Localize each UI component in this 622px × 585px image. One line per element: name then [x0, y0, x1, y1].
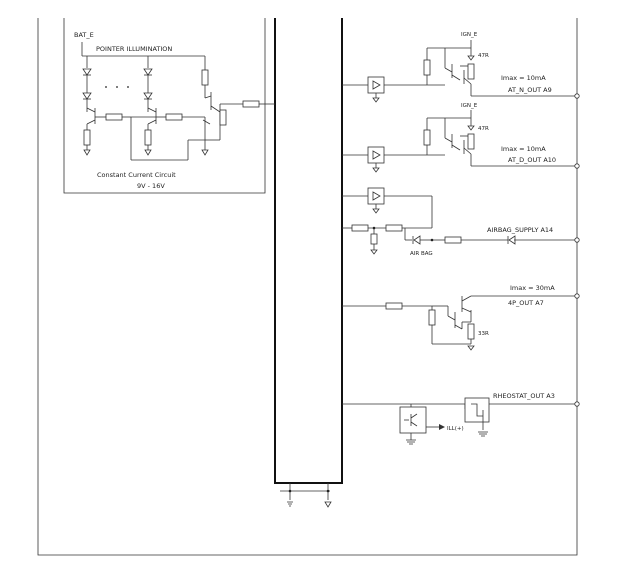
r-47r-1-label: 47R — [478, 53, 489, 59]
pointer-illumination-label: POINTER ILLUMINATION — [96, 45, 172, 53]
channel-rheostat: ILL(+) RHEOSTAT_OUT A3 — [342, 392, 580, 445]
channel-at-d-out: IGN_E 47R Imax = 10mA AT_D_OUT A10 — [342, 103, 580, 173]
channel-at-n-out: IGN_E 47R Imax = 10mA AT_N_OUT A9 — [342, 32, 580, 103]
at-d-out-label: AT_D_OUT A10 — [508, 156, 556, 164]
ign-e-1-label: IGN_E — [461, 32, 478, 38]
ill-plus-label: ILL(+) — [447, 426, 464, 432]
at-n-out-label: AT_N_OUT A9 — [508, 86, 552, 94]
main-bus — [274, 18, 343, 508]
outer-frame — [37, 18, 578, 556]
ign-e-2-label: IGN_E — [461, 103, 478, 109]
imax-3-label: Imax = 30mA — [510, 284, 555, 292]
constant-current-circuit-label: Constant Current Circuit — [97, 171, 176, 179]
r-33r-label: 33R — [478, 331, 489, 337]
imax-2-label: Imax = 10mA — [501, 145, 546, 153]
air-bag-label: AIR BAG — [410, 251, 433, 257]
constant-current-circuit: BAT_E POINTER ILLUMINATION — [74, 31, 275, 190]
r-47r-2-label: 47R — [478, 126, 489, 132]
airbag-supply-label: AIRBAG_SUPPLY A14 — [487, 226, 553, 234]
channel-airbag: AIR BAG AIRBAG_SUPPLY A14 — [342, 187, 580, 257]
4p-out-label: 4P_OUT A7 — [508, 299, 544, 307]
channel-4p-out: Imax = 30mA 4P_OUT A7 33R — [342, 284, 580, 351]
constant-current-subframe — [63, 18, 266, 194]
rheostat-out-label: RHEOSTAT_OUT A3 — [493, 392, 555, 400]
bat-e-label: BAT_E — [74, 31, 94, 39]
voltage-range-label: 9V - 16V — [137, 182, 165, 190]
imax-1-label: Imax = 10mA — [501, 74, 546, 82]
